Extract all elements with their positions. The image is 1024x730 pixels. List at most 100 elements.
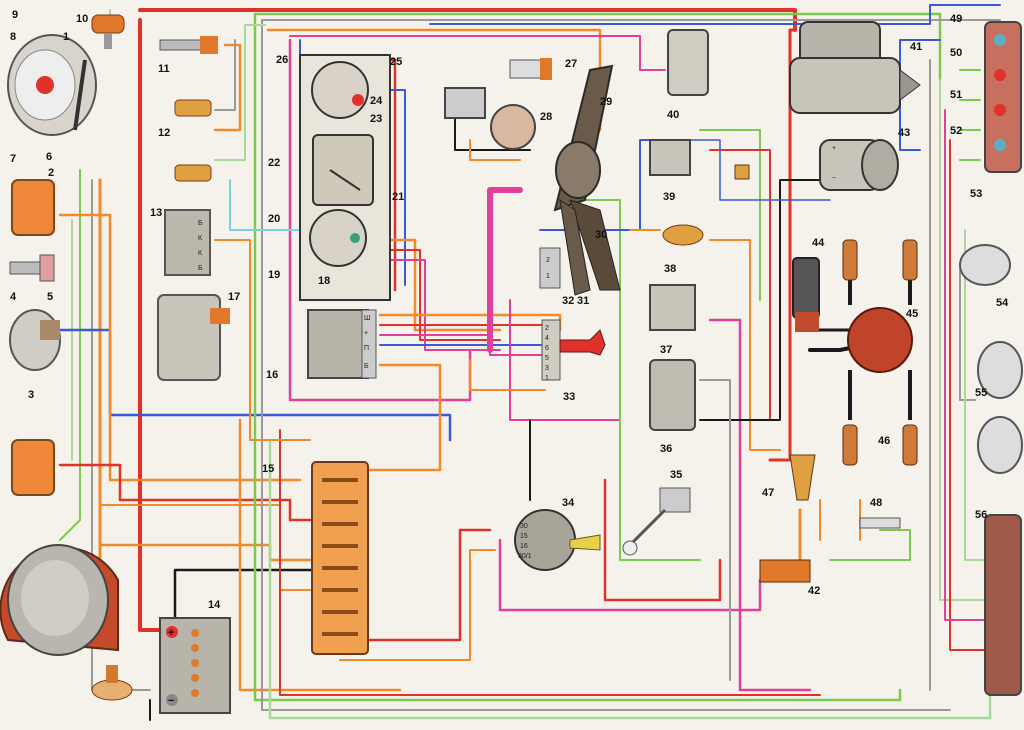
wire-green — [559, 199, 701, 561]
terminal-mark: 30 — [520, 523, 528, 530]
terminal-mark: Б — [198, 220, 203, 227]
wire-blue — [689, 139, 831, 201]
part-38 — [662, 224, 704, 246]
callout-label-39: 39 — [663, 191, 675, 203]
part-43 — [819, 139, 899, 191]
wire-green — [699, 129, 761, 301]
components — [0, 14, 1023, 714]
terminal-mark: 4 — [545, 335, 549, 342]
wire-red — [374, 249, 501, 341]
callout-label-25: 25 — [390, 56, 402, 68]
wire-orange — [58, 213, 302, 482]
callout-label-17: 17 — [228, 291, 240, 303]
terminal-mark: 2 — [546, 257, 550, 264]
battery-plus-mark: + — [168, 627, 174, 639]
callout-label-48: 48 — [870, 497, 882, 509]
wire-grey — [959, 269, 976, 401]
wire-blue — [429, 4, 1001, 25]
callout-label-54: 54 — [996, 297, 1009, 309]
lamp-10-top — [91, 14, 125, 49]
terminal-mark: 15 — [520, 533, 528, 540]
terminal-mark: 5 — [545, 355, 549, 362]
wire-orange — [213, 43, 242, 132]
callout-label-18: 18 — [318, 275, 330, 287]
callout-label-46: 46 — [878, 435, 890, 447]
wire-light-green — [939, 79, 986, 601]
callout-label-51: 51 — [950, 89, 962, 101]
callout-label-29: 29 — [600, 96, 612, 108]
wire-orange — [469, 359, 546, 391]
wire-red — [279, 429, 821, 696]
terminal-mark: 16 — [520, 543, 528, 550]
terminal-mark: Б — [198, 265, 203, 272]
callout-label-11: 11 — [158, 63, 170, 75]
horn — [9, 309, 61, 371]
callout-label-9: 9 — [12, 9, 18, 21]
callout-label-26: 26 — [276, 54, 288, 66]
wire-pink — [487, 187, 523, 353]
wire-grey — [261, 19, 951, 711]
wire-cyan — [229, 179, 301, 231]
wire-light-green — [268, 438, 992, 720]
callout-label-23: 23 — [370, 113, 382, 125]
part-32 — [539, 247, 561, 289]
callout-label-55: 55 — [975, 387, 987, 399]
wire-black — [699, 179, 831, 421]
callout-label-50: 50 — [950, 47, 962, 59]
callout-label-5: 5 — [47, 291, 53, 303]
wire-black — [173, 568, 332, 632]
callout-label-40: 40 — [667, 109, 679, 121]
callout-label-31: 31 — [577, 295, 589, 307]
callout-label-28: 28 — [540, 111, 552, 123]
callout-label-35: 35 — [670, 469, 682, 481]
wire-orange — [373, 238, 502, 332]
callout-label-45: 45 — [906, 308, 918, 320]
callout-label-30: 30 — [595, 229, 607, 241]
wire-orange — [378, 313, 562, 332]
wire-red — [58, 463, 322, 522]
terminal-mark: Б — [364, 363, 369, 370]
wire-green — [59, 169, 81, 541]
tail-light-56 — [984, 514, 1022, 696]
wire-red — [603, 478, 722, 602]
wire-grey — [699, 379, 731, 681]
wire-pink — [374, 259, 501, 351]
callout-label-3: 3 — [28, 389, 34, 401]
wire-green — [253, 12, 902, 702]
part-39 — [649, 139, 691, 176]
part-35 — [622, 487, 691, 556]
callout-label-21: 21 — [392, 191, 404, 203]
terminal-mark: Ш — [364, 315, 370, 322]
wire-pink — [509, 299, 621, 421]
part-37 — [649, 284, 696, 331]
headlight-bottom — [0, 544, 119, 656]
wire-orange — [358, 363, 442, 472]
connector-42-bottom — [759, 559, 811, 583]
terminal-mark: + — [832, 145, 836, 152]
terminal-mark: К — [198, 250, 203, 257]
callout-label-13: 13 — [150, 207, 162, 219]
part-11 — [159, 36, 218, 54]
wire-grey — [214, 39, 236, 111]
headlight-top — [7, 34, 97, 136]
wire-green — [959, 69, 981, 161]
wire-orange — [819, 499, 861, 541]
wire-green — [829, 529, 911, 561]
ignition-coil — [792, 257, 820, 332]
callout-label-42: 42 — [808, 585, 820, 597]
wire-orange — [469, 139, 521, 161]
wire-orange — [238, 418, 402, 692]
steering-column — [553, 64, 621, 296]
fuse-box — [311, 461, 369, 655]
callout-label-7: 7 — [10, 153, 16, 165]
wire-red — [949, 139, 986, 651]
terminal-mark: 3 — [545, 365, 549, 372]
terminal-mark: 1 — [546, 273, 550, 280]
callout-label-19: 19 — [268, 269, 280, 281]
callout-label-38: 38 — [664, 263, 676, 275]
tail-light-53 — [984, 21, 1022, 173]
wire-green — [253, 12, 942, 82]
